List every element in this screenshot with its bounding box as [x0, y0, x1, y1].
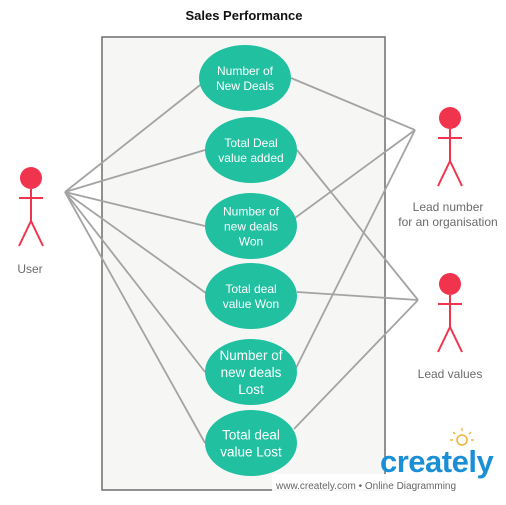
- connector-line: [64, 191, 206, 444]
- connector-line: [283, 129, 416, 227]
- connector-line: [64, 191, 206, 373]
- actor-label-user: User: [17, 262, 43, 276]
- connector-lines: [64, 77, 419, 444]
- connector-line: [293, 299, 419, 430]
- connector-line: [64, 191, 206, 227]
- actor-lead-values-icon[interactable]: [437, 273, 463, 353]
- connector-line: [290, 77, 416, 131]
- connector-line: [293, 129, 416, 373]
- connector-line: [64, 77, 210, 193]
- lightbulb-icon: [450, 428, 474, 446]
- actors: [18, 107, 463, 353]
- use-case-ellipse: [199, 45, 291, 111]
- actor-user-icon[interactable]: [18, 167, 44, 247]
- watermark-url: www.creately.com • Online Diagramming: [276, 481, 457, 492]
- connector-line: [296, 291, 419, 301]
- actor-lead-number-icon[interactable]: [437, 107, 463, 187]
- use-case-ellipse: [205, 117, 297, 183]
- creately-logo: creately: [380, 444, 494, 479]
- use-case-ellipse: [205, 263, 297, 329]
- connector-line: [64, 149, 206, 193]
- connector-line: [64, 191, 211, 297]
- actor-label-lead-values: Lead values: [417, 367, 483, 381]
- watermark-backdrop: [272, 474, 506, 500]
- diagram-title: Sales Performance: [185, 8, 303, 23]
- use-case-ellipse: [205, 410, 297, 476]
- use-case-ellipse: [205, 193, 297, 259]
- use-case-ellipse: [205, 339, 297, 405]
- connector-line: [296, 149, 419, 301]
